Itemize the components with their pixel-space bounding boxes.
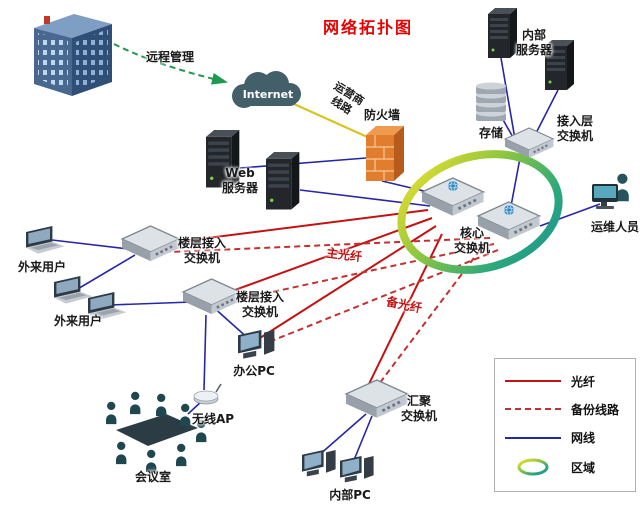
legend: 光纤 备份线路 网线 xyxy=(494,358,636,492)
label-ext-user-2: 外来用户 xyxy=(53,314,102,328)
legend-label: 光纤 xyxy=(571,374,596,389)
internal-pc-icon xyxy=(340,456,374,483)
internal-pc-icon xyxy=(302,450,336,477)
legend-label: 网线 xyxy=(571,431,596,446)
web-server-icon xyxy=(266,152,300,210)
internet-cloud-icon xyxy=(232,71,301,108)
building-icon xyxy=(34,14,112,96)
label-floor-switch-1: 楼层接入 交换机 xyxy=(177,236,226,265)
label-meeting-room: 会议室 xyxy=(134,470,171,484)
fiber-line-sample xyxy=(505,380,561,383)
cable-line-sample xyxy=(505,436,561,439)
label-remote-mgmt: 远程管理 xyxy=(145,50,194,64)
legend-row-zone: 区域 xyxy=(505,457,625,477)
label-floor-switch-2: 楼层接入 交换机 xyxy=(235,290,284,319)
legend-label: 区域 xyxy=(571,460,596,475)
label-web-server: Web 服务器 xyxy=(221,166,258,195)
legend-row-fiber: 光纤 xyxy=(505,373,625,390)
carrier-line-link xyxy=(293,102,375,142)
backup-line-sample xyxy=(505,408,561,411)
label-firewall: 防火墙 xyxy=(363,108,400,122)
page-title: 网络拓扑图 xyxy=(322,18,413,37)
label-access-switch: 接入层 交换机 xyxy=(556,114,593,143)
legend-row-backup: 备份线路 xyxy=(505,401,625,418)
label-core-switch: 核心 交换机 xyxy=(453,226,490,255)
legend-row-cable: 网线 xyxy=(505,429,625,446)
label-internal-pc: 内部PC xyxy=(329,488,371,502)
storage-icon xyxy=(476,82,506,121)
cable-lines xyxy=(51,57,601,461)
core-zone-ring xyxy=(397,150,563,274)
label-ext-user-1: 外来用户 xyxy=(17,260,66,274)
legend-label: 备份线路 xyxy=(571,402,620,417)
laptop-icon xyxy=(26,226,65,254)
office-pc-icon xyxy=(238,330,275,359)
label-wireless-ap: 无线AP xyxy=(191,412,235,426)
laptop-icon xyxy=(54,276,93,304)
label-office-pc: 办公PC xyxy=(233,364,275,378)
meeting-room-icon xyxy=(106,391,207,473)
ops-staff-icon xyxy=(592,173,629,209)
label-storage: 存储 xyxy=(478,126,503,140)
label-internal-server: 内部 服务器 xyxy=(515,28,552,57)
label-internet: Internet xyxy=(242,88,294,101)
firewall-icon xyxy=(366,126,404,181)
remote-mgmt-arrow xyxy=(113,43,228,85)
zone-ring-icon xyxy=(505,457,561,477)
wireless-ap-icon xyxy=(193,383,222,405)
label-ops-staff: 运维人员 xyxy=(590,220,639,234)
label-agg-switch: 汇聚 交换机 xyxy=(400,394,437,423)
floor-switch-icon xyxy=(120,224,181,263)
